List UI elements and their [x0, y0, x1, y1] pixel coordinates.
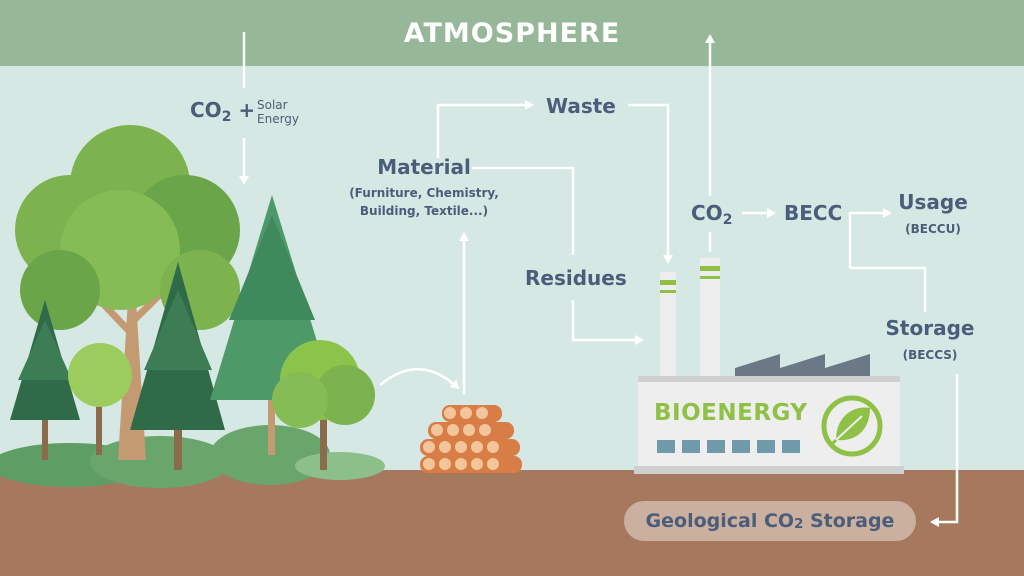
leaf-icon	[821, 395, 883, 457]
material-detail-line1: (Furniture, Chemistry,	[349, 186, 499, 200]
storage-label: Storage	[885, 316, 975, 340]
geo-subscript: 2	[794, 516, 804, 532]
tree-icon	[10, 300, 80, 460]
co2-input-label: CO2 +	[190, 98, 256, 125]
storage-sub-label: (BECCS)	[902, 348, 958, 362]
co2-output-text: CO	[691, 201, 723, 225]
log-pile-icon	[420, 405, 522, 473]
solar-line1: Solar	[257, 98, 288, 112]
material-detail: (Furniture, Chemistry, Building, Textile…	[343, 184, 505, 220]
arrow-trees-to-logs	[379, 368, 460, 390]
tree-icon	[272, 340, 375, 470]
arrow-waste-to-factory	[628, 103, 673, 264]
plus-sign: +	[238, 98, 256, 122]
forest	[0, 125, 385, 488]
tree-icon	[68, 343, 132, 455]
co2-input-subscript: 2	[221, 108, 232, 125]
residues-label: Residues	[525, 266, 627, 290]
arrow-storage-to-geological	[930, 374, 959, 527]
waste-label: Waste	[546, 94, 616, 118]
solar-energy-label: Solar Energy	[257, 98, 299, 126]
tree-icon	[15, 125, 240, 460]
factory-windows	[657, 440, 800, 453]
co2-output-subscript: 2	[722, 211, 733, 228]
bioenergy-label: BIOENERGY	[654, 400, 808, 426]
tree-icon	[130, 262, 225, 470]
flow-arrows	[239, 32, 959, 527]
material-label: Material	[377, 155, 471, 179]
arrow-becc-to-usage	[848, 208, 892, 268]
usage-sub-label: (BECCU)	[905, 222, 961, 236]
atmosphere-band	[0, 0, 1024, 66]
co2-input-text: CO	[190, 98, 222, 122]
arrow-material-to-waste	[436, 100, 534, 158]
co2-output-label: CO2	[691, 201, 733, 228]
arrow-residues-to-factory	[571, 300, 644, 345]
material-detail-line2: Building, Textile...)	[359, 204, 489, 218]
arrow-material-to-residues	[472, 166, 575, 255]
usage-label: Usage	[898, 190, 968, 214]
bush	[90, 436, 230, 488]
becc-label: BECC	[784, 201, 843, 225]
geo-prefix: Geological CO	[645, 510, 795, 532]
geo-suffix: Storage	[803, 510, 895, 532]
atmosphere-title: ATMOSPHERE	[403, 17, 621, 49]
arrow-becc-to-storage	[850, 266, 927, 312]
geological-storage-pill	[624, 501, 916, 541]
bush	[295, 452, 385, 480]
solar-line2: Energy	[257, 112, 300, 126]
